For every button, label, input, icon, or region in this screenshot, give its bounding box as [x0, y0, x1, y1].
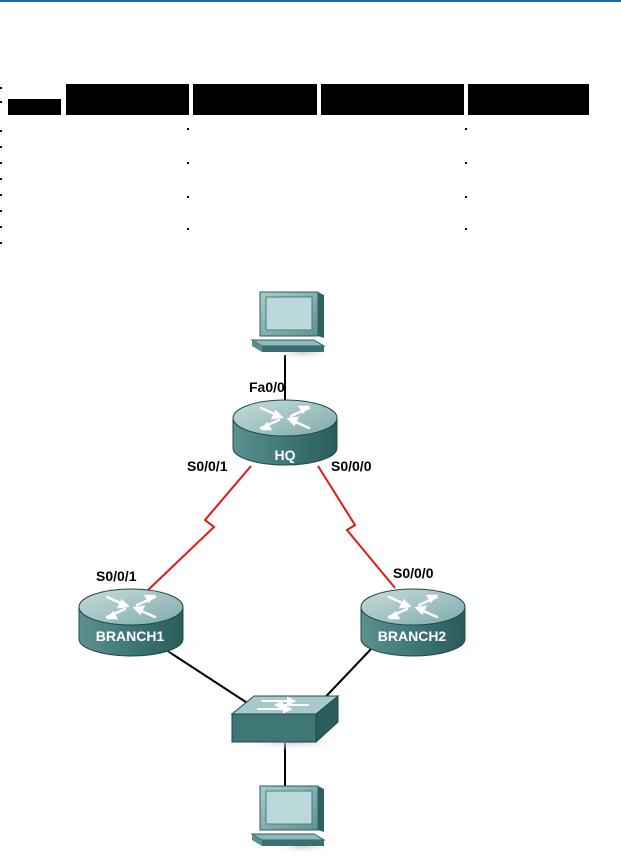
table-cell-marker	[465, 228, 467, 230]
serial-link-hq-branch2	[317, 465, 396, 589]
table-row-marker	[0, 242, 2, 244]
table-cell-marker	[465, 196, 467, 198]
table-row-marker	[0, 194, 2, 196]
table-row-marker	[0, 130, 2, 132]
router-branch2	[360, 588, 487, 657]
table-header-cell	[66, 84, 189, 115]
router-label-branch2: BRANCH2	[378, 628, 447, 644]
ethernet-link-branch1-switch	[162, 647, 256, 709]
table-row-marker	[0, 162, 2, 164]
table-header-cell	[8, 99, 61, 115]
table-cell-marker	[465, 128, 467, 130]
table-cell-marker	[187, 228, 189, 230]
header-rule	[0, 0, 621, 2]
table-row-marker	[0, 178, 2, 180]
table-row-marker	[0, 226, 2, 228]
table-cell-marker	[187, 128, 189, 130]
table-header-cell	[193, 84, 317, 115]
router-label-branch1: BRANCH1	[96, 628, 165, 644]
interface-label-hq-s0-0-1: S0/0/1	[187, 458, 228, 474]
serial-link-hq-branch1	[145, 465, 252, 593]
router-hq	[232, 399, 351, 466]
table-cell-marker	[187, 196, 189, 198]
table-header-cell	[321, 84, 464, 115]
router-label-hq: HQ	[275, 447, 296, 463]
pc-bottom	[250, 785, 335, 854]
table-row-marker	[0, 146, 2, 148]
interface-label-branch2-s0-0-0: S0/0/0	[393, 565, 434, 581]
interface-label-hq-s0-0-0: S0/0/0	[331, 458, 372, 474]
table-cell-marker	[465, 162, 467, 164]
pc-top	[250, 291, 335, 360]
table-row-marker	[0, 210, 2, 212]
router-branch1	[78, 588, 205, 657]
switch	[230, 694, 344, 751]
table-cell-marker	[187, 162, 189, 164]
interface-label-hq-fa0-0: Fa0/0	[249, 379, 285, 395]
interface-label-branch1-s0-0-1: S0/0/1	[96, 568, 137, 584]
table-row-marker	[0, 101, 2, 103]
table-row-marker	[0, 87, 2, 89]
table-header-cell	[468, 84, 589, 115]
